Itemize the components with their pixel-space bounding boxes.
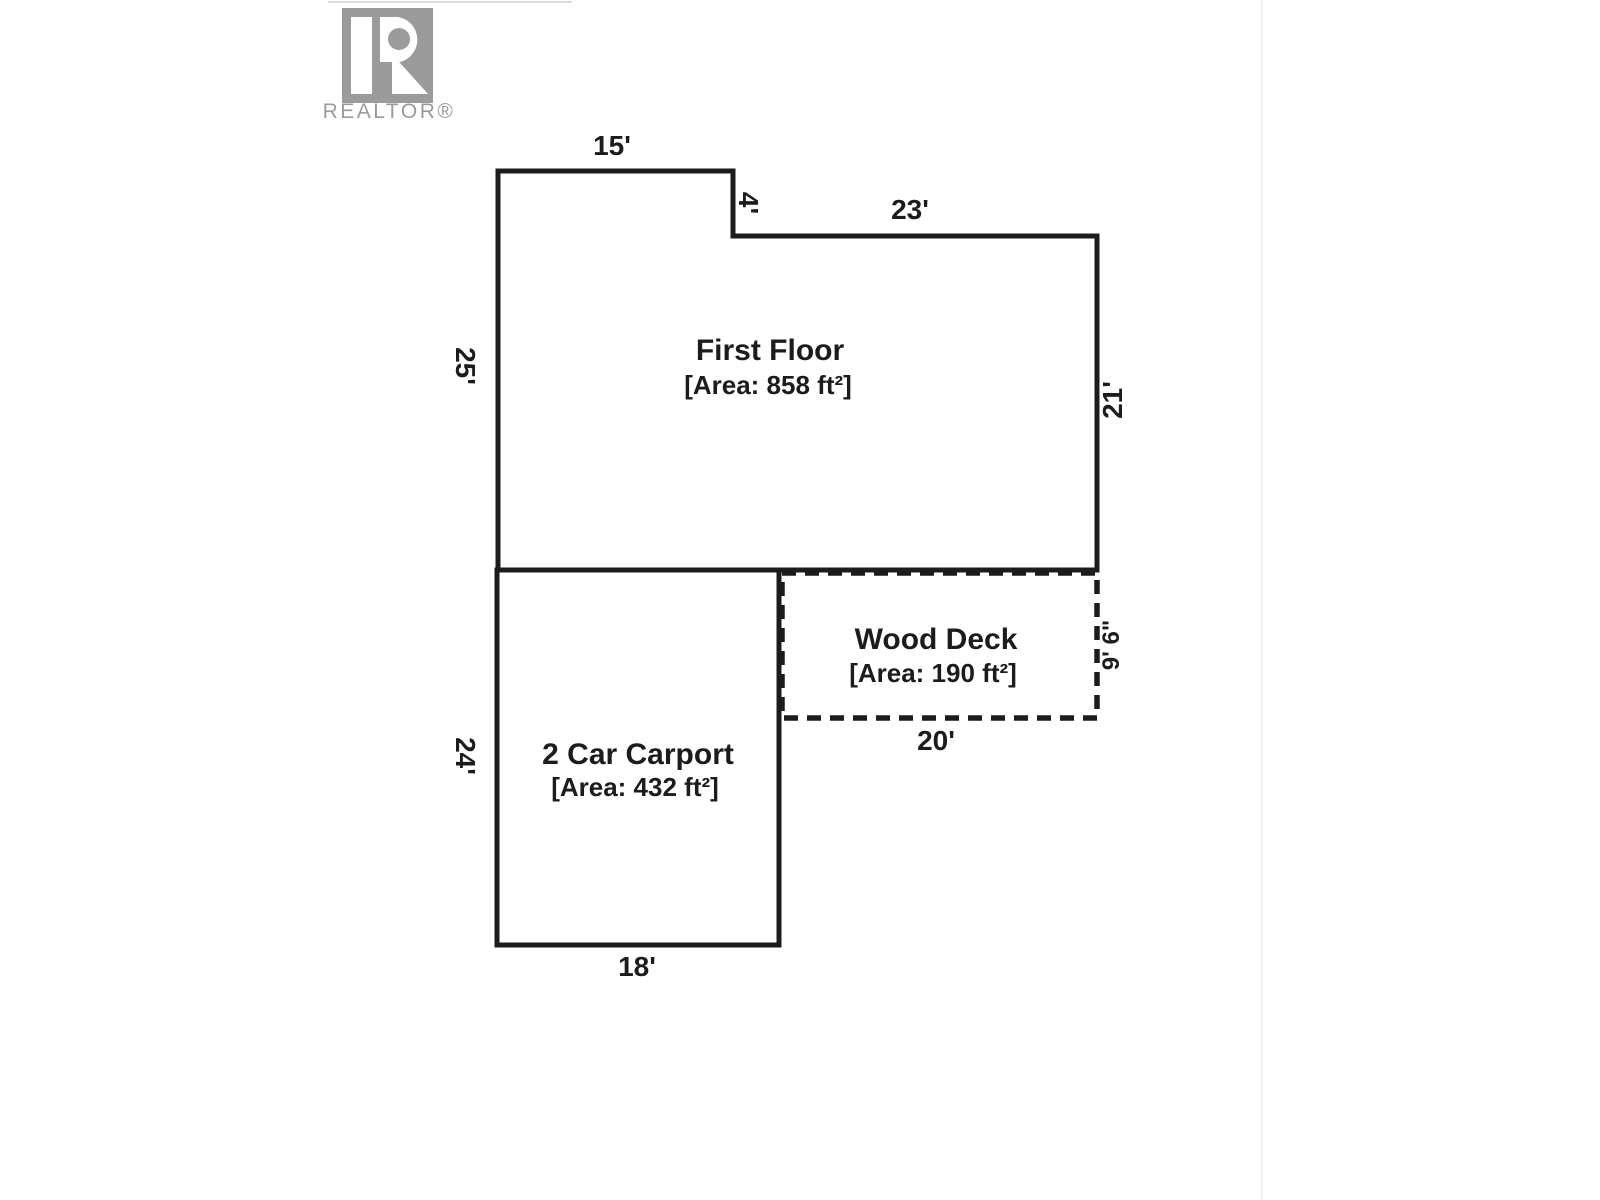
- dimension-first-floor-top-left: 15': [593, 130, 631, 161]
- dimension-wood-deck-right: 9' 6": [1098, 619, 1125, 671]
- wood-deck-title: Wood Deck: [854, 623, 1018, 656]
- dimension-carport-left: 24': [450, 737, 481, 775]
- dimension-wood-deck-bottom: 20': [917, 725, 955, 756]
- dimension-first-floor-left: 25': [450, 347, 481, 385]
- dimension-first-floor-right: 21': [1097, 381, 1128, 419]
- carport-area: [Area: 432 ft²]: [551, 772, 719, 802]
- realtor-logo-text: REALTOR®: [322, 100, 456, 123]
- realtor-logo-r-counter: [388, 28, 410, 50]
- first-floor-title: First Floor: [695, 334, 845, 367]
- scan-artifact-line-right: [1261, 0, 1263, 1200]
- realtor-logo: [342, 8, 433, 103]
- dimension-first-floor-step: 4': [733, 191, 764, 215]
- carport-title: 2 Car Carport: [542, 738, 734, 771]
- scan-artifact-line-top: [328, 1, 572, 3]
- wood-deck-area: [Area: 190 ft²]: [849, 658, 1017, 688]
- first-floor-area: [Area: 858 ft²]: [684, 370, 852, 400]
- realtor-logo-r-leg: [392, 54, 428, 94]
- dimension-first-floor-top-right: 23': [891, 194, 929, 225]
- realtor-logo-r-stem: [351, 17, 372, 94]
- carport-outline: [494, 567, 782, 948]
- dimension-carport-bottom: 18': [618, 951, 656, 982]
